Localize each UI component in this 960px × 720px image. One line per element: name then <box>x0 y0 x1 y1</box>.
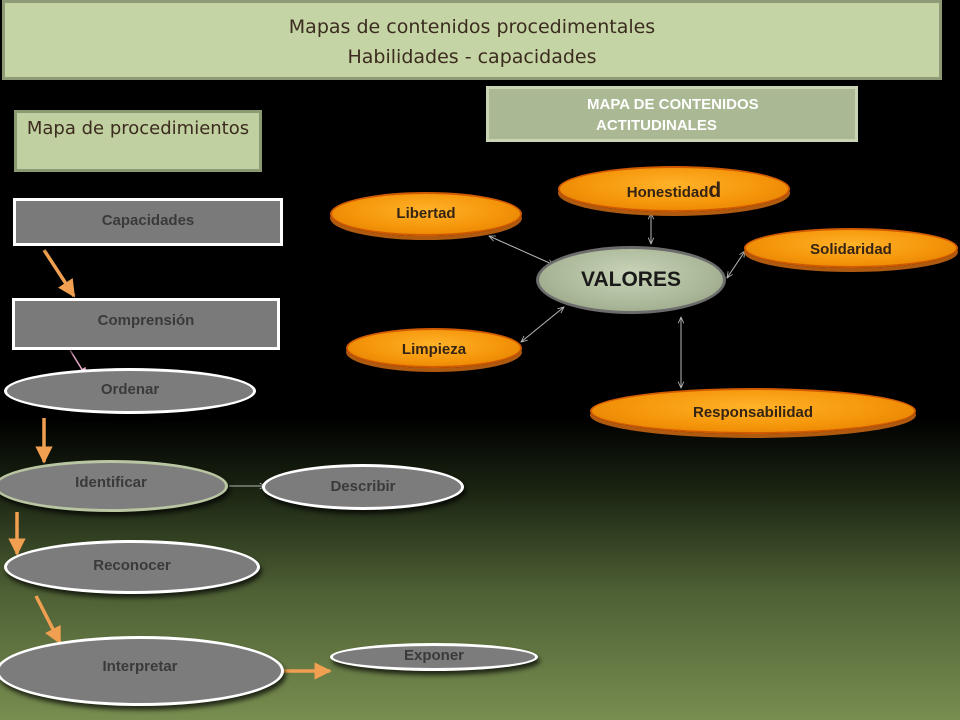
node-exponer: Exponer <box>330 643 538 671</box>
attitudes-map-title: MAPA DE CONTENIDOS ACTITUDINALES <box>486 86 858 142</box>
arrow-reconocer-interpretar <box>34 595 62 645</box>
node-responsabilidad: Responsabilidad <box>590 388 916 434</box>
node-limpieza: Limpieza <box>346 328 522 368</box>
attitudes-title-line-1: MAPA DE CONTENIDOS <box>587 96 759 113</box>
node-ordenar: Ordenar <box>4 368 256 414</box>
procedures-map-title: Mapa de procedimientos <box>14 110 262 172</box>
node-describir: Describir <box>262 464 464 510</box>
link-valores-solidaridad <box>727 251 745 278</box>
title-line-1: Mapas de contenidos procedimentales <box>288 16 656 38</box>
node-comprension: Comprensión <box>12 298 280 350</box>
node-identificar: Identificar <box>0 460 228 512</box>
node-solidaridad: Solidaridad <box>744 228 958 268</box>
node-libertad: Libertad <box>330 192 522 236</box>
node-honestidad-label: Honestidad <box>626 184 709 201</box>
node-honestidad-extra: d <box>708 179 722 202</box>
node-honestidad: Honestidadd <box>558 166 790 212</box>
node-capacidades: Capacidades <box>13 198 283 246</box>
slide-title: Mapas de contenidos procedimentales Habi… <box>2 0 942 80</box>
link-valores-limpieza <box>521 307 564 342</box>
link-valores-libertad <box>489 235 554 266</box>
node-interpretar: Interpretar <box>0 636 284 706</box>
arrow-capacidades-comprension <box>42 249 76 298</box>
attitudes-title-line-2: ACTITUDINALES <box>596 117 717 134</box>
node-valores: VALORES <box>536 246 726 314</box>
title-line-2: Habilidades - capacidades <box>347 46 597 68</box>
node-reconocer: Reconocer <box>4 540 260 594</box>
